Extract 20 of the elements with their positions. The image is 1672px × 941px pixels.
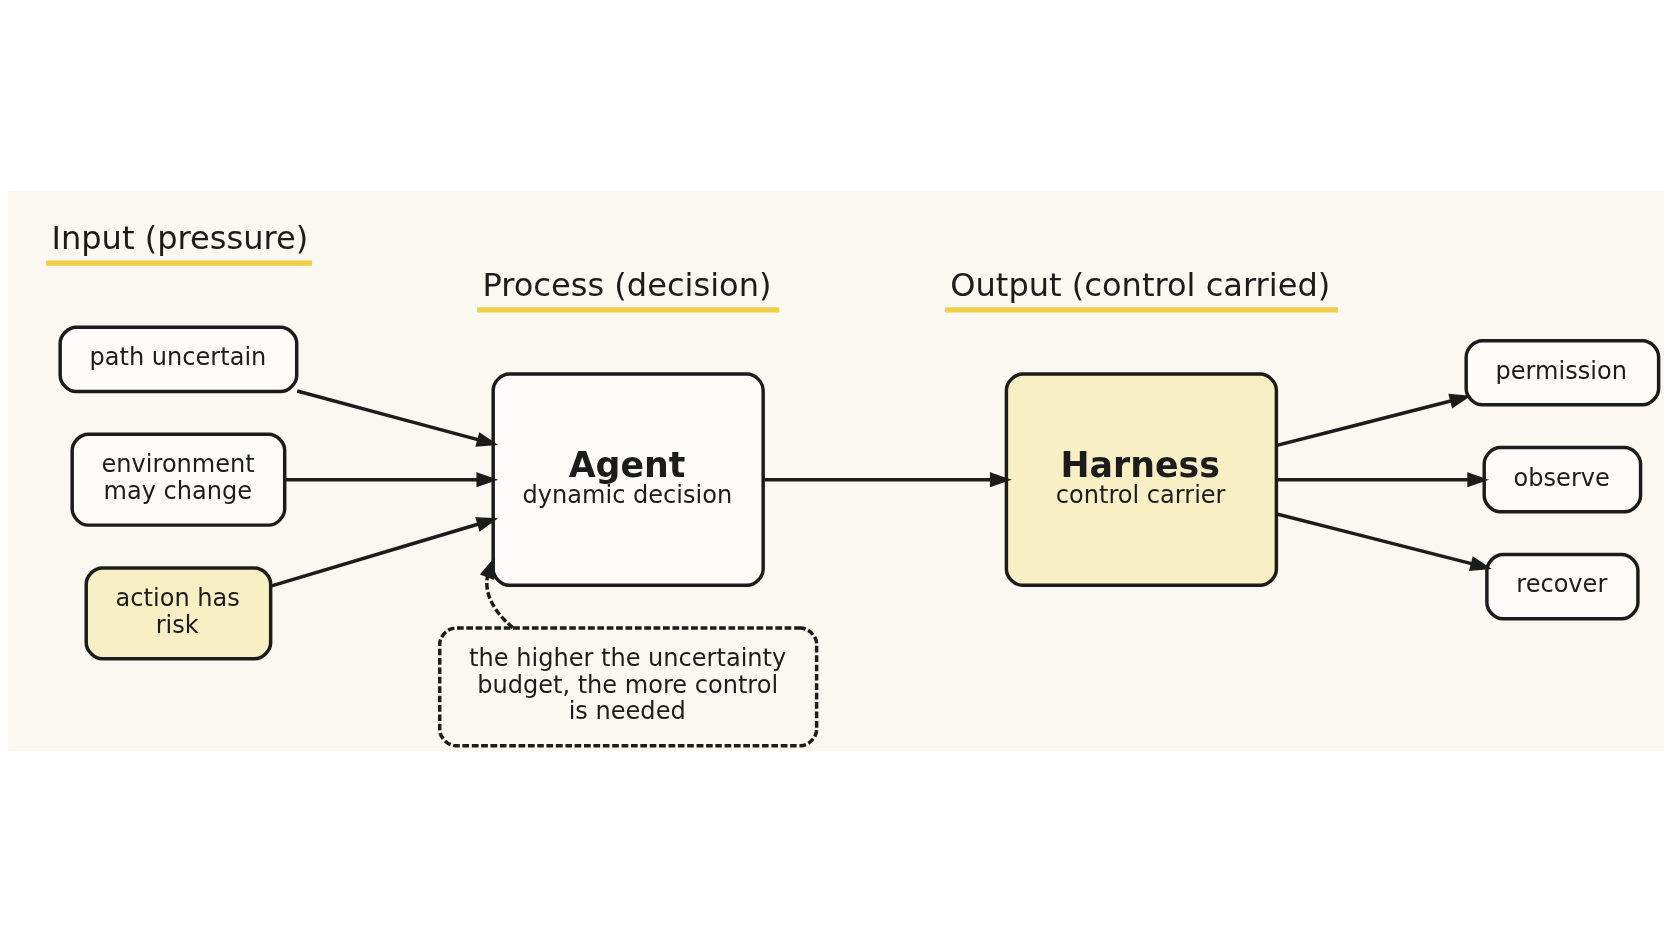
arrow [1276, 471, 1489, 487]
arrow [1276, 511, 1492, 571]
arrow [296, 388, 499, 447]
label: Process (decision) [482, 265, 772, 304]
node-box: permission [1464, 338, 1661, 407]
node-box: path uncertain [58, 325, 299, 393]
node-box: observe [1482, 445, 1643, 513]
label: Input (pressure) [51, 218, 309, 257]
arrow [285, 471, 499, 487]
node-box: the higher the uncertainty budget, the more control is needed [438, 625, 819, 747]
arrow [479, 556, 515, 629]
node-box: Agent dynamic decision [491, 371, 765, 587]
node-box: Harness control carrier [1004, 371, 1279, 587]
arrow [270, 516, 499, 588]
node-box: environment may change [70, 432, 287, 527]
arrow [1276, 393, 1472, 447]
label: Output (control carried) [950, 265, 1331, 304]
node-box: action has risk [84, 565, 273, 660]
node-box: recover [1485, 552, 1640, 620]
arrow [763, 471, 1012, 487]
